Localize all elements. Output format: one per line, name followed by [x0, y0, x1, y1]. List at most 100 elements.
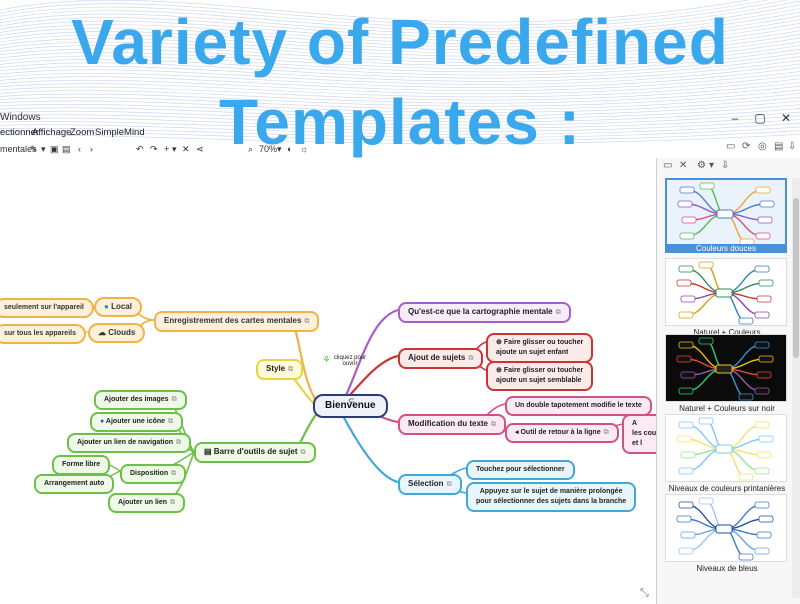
- resize-icon[interactable]: ⤡: [640, 587, 649, 599]
- paste-icon[interactable]: ▤: [62, 144, 71, 154]
- menu-item-zoom[interactable]: Zoom: [70, 127, 95, 138]
- collapse-icon[interactable]: ⊂: [348, 396, 355, 405]
- topic-style[interactable]: Style⧉: [256, 359, 304, 380]
- wave-line: [0, 126, 800, 138]
- mindmap-canvas[interactable]: Bienvenue ⚘ cliquez pour ouvrir Enregist…: [0, 158, 673, 604]
- headline-line2: Templates :: [219, 86, 581, 158]
- link-icon: ⧉: [304, 318, 310, 325]
- theme-icon[interactable]: ◐: [287, 144, 293, 154]
- panel-toggle-icon[interactable]: ▭: [726, 141, 736, 152]
- topic-layout[interactable]: Disposition⧉: [120, 464, 187, 484]
- topic-tap-select[interactable]: Touchez pour sélectionner: [466, 460, 575, 480]
- forward-icon[interactable]: ›: [90, 144, 93, 154]
- template-label[interactable]: Naturel + Couleurs: [693, 328, 761, 337]
- search-icon[interactable]: ⌕: [248, 144, 254, 154]
- toolbar-map-label[interactable]: mentales: [0, 144, 37, 154]
- close-icon[interactable]: ✕: [679, 160, 688, 171]
- topic-long-press[interactable]: Appuyez sur le sujet de manière prolongé…: [466, 482, 637, 512]
- wave-line: [0, 60, 800, 82]
- template-label[interactable]: Couleurs douces: [665, 244, 787, 253]
- template-node: [680, 531, 696, 539]
- link-icon: ⧉: [170, 499, 175, 506]
- menu-item-view[interactable]: Affichage: [32, 127, 72, 138]
- topic-free-form[interactable]: Forme libre: [52, 455, 111, 475]
- topic-add-link[interactable]: Ajouter un lien⧉: [108, 493, 185, 513]
- menu-item-simplemind[interactable]: SimpleMind: [95, 127, 145, 138]
- topic-selection[interactable]: Sélection⧉: [398, 474, 462, 495]
- wave-line: [0, 30, 800, 57]
- template-node: [678, 467, 694, 475]
- template-thumbnail[interactable]: [665, 178, 787, 246]
- topic-only-device[interactable]: seulement sur l'appareil: [0, 298, 94, 318]
- settings-icon[interactable]: ⚙: [697, 160, 706, 171]
- topic-line-break[interactable]: ◂ Outil de retour à la ligne⧉: [505, 423, 619, 443]
- template-label[interactable]: Naturel + Couleurs sur noir: [679, 404, 775, 413]
- hint-icon[interactable]: ☼: [300, 144, 309, 154]
- template-node: [758, 515, 774, 523]
- topic-edit-text[interactable]: Modification du texte⧉: [398, 414, 506, 435]
- template-preview: [677, 182, 775, 244]
- topic-add-nav-link[interactable]: Ajouter un lien de navigation⧉: [67, 433, 192, 453]
- topic-what-is[interactable]: Qu'est-ce que la cartographie mentale⧉: [398, 302, 571, 323]
- export-icon[interactable]: ⇩: [788, 141, 797, 152]
- add-icon[interactable]: +: [164, 144, 170, 154]
- chevron-down-icon[interactable]: ▾: [41, 144, 46, 154]
- central-topic[interactable]: Bienvenue: [313, 394, 388, 418]
- panel-icon[interactable]: ▭: [663, 160, 673, 171]
- topic-drag-sibling[interactable]: ⊕ Faire glisser ou toucher ajoute un suj…: [486, 361, 594, 391]
- delete-icon[interactable]: ✕: [182, 144, 190, 154]
- wave-line: [0, 82, 800, 101]
- chevron-down-icon[interactable]: ▾: [709, 160, 715, 171]
- close-button[interactable]: ✕: [780, 111, 792, 125]
- layout-icon[interactable]: ▤: [774, 141, 784, 152]
- topic-add-icon[interactable]: ● Ajouter une icône⧉: [90, 412, 184, 432]
- link-icon: ⧉: [171, 470, 177, 477]
- minimize-button[interactable]: –: [731, 111, 739, 125]
- wave-line: [0, 26, 800, 54]
- copy-icon[interactable]: ▣: [50, 144, 59, 154]
- headline-line1: Variety of Predefined: [71, 6, 729, 78]
- template-preview: [676, 417, 774, 481]
- wave-line: [0, 15, 800, 45]
- style-icon[interactable]: ◎: [758, 141, 767, 152]
- link-icon: ⧉: [603, 429, 609, 436]
- template-node: [754, 311, 770, 319]
- topic-all-devices[interactable]: sur tous les appareils: [0, 324, 86, 344]
- topic-add-images[interactable]: Ajouter des images⧉: [94, 390, 187, 410]
- export-icon[interactable]: ⇩: [721, 160, 730, 171]
- template-node: [698, 337, 714, 345]
- redo-icon[interactable]: ↷: [150, 144, 158, 154]
- chevron-down-icon[interactable]: ▾: [172, 144, 177, 154]
- topic-add-topics[interactable]: Ajout de sujets⧉: [398, 348, 484, 369]
- template-label[interactable]: Niveaux de couleurs printanières: [668, 484, 786, 493]
- wave-line: [0, 8, 800, 38]
- menu-item-select[interactable]: ectionner: [0, 127, 40, 138]
- topic-drag-child[interactable]: ⊕ Faire glisser ou toucher ajoute un suj…: [486, 333, 594, 363]
- chevron-down-icon[interactable]: ▾: [277, 144, 282, 154]
- wave-line: [0, 0, 770, 26]
- undo-icon[interactable]: ↶: [136, 144, 144, 154]
- panel-scrollbar[interactable]: [792, 178, 800, 598]
- panel-scrollbar-thumb[interactable]: [793, 198, 799, 358]
- topic-double-tap[interactable]: Un double tapotement modifie le texte: [505, 396, 652, 416]
- topic-toolbar[interactable]: ▤ Barre d'outils de sujet⧉: [194, 442, 316, 463]
- template-thumbnail[interactable]: [665, 258, 787, 326]
- link-icon: ⧉: [446, 481, 452, 488]
- topic-auto-arrange[interactable]: Arrangement auto: [34, 474, 115, 494]
- share-icon[interactable]: ⋖: [196, 144, 204, 154]
- topic-local[interactable]: ● Local: [94, 297, 142, 317]
- template-center-node: [715, 364, 733, 374]
- template-thumbnail[interactable]: [665, 334, 787, 402]
- back-icon[interactable]: ‹: [78, 144, 81, 154]
- template-label[interactable]: Niveaux de bleus: [696, 564, 758, 573]
- link-icon: ⧉: [555, 309, 561, 316]
- template-thumbnail[interactable]: [665, 414, 787, 482]
- maximize-button[interactable]: ▢: [754, 111, 766, 125]
- wave-line: [0, 23, 800, 51]
- edit-icon[interactable]: ✎: [30, 144, 38, 154]
- zoom-level[interactable]: 70%: [259, 144, 278, 154]
- sync-icon[interactable]: ⟳: [742, 141, 751, 152]
- topic-save-maps[interactable]: Enregistrement des cartes mentales⧉: [154, 311, 320, 332]
- topic-clouds[interactable]: ☁ Clouds: [88, 323, 146, 343]
- template-thumbnail[interactable]: [665, 494, 787, 562]
